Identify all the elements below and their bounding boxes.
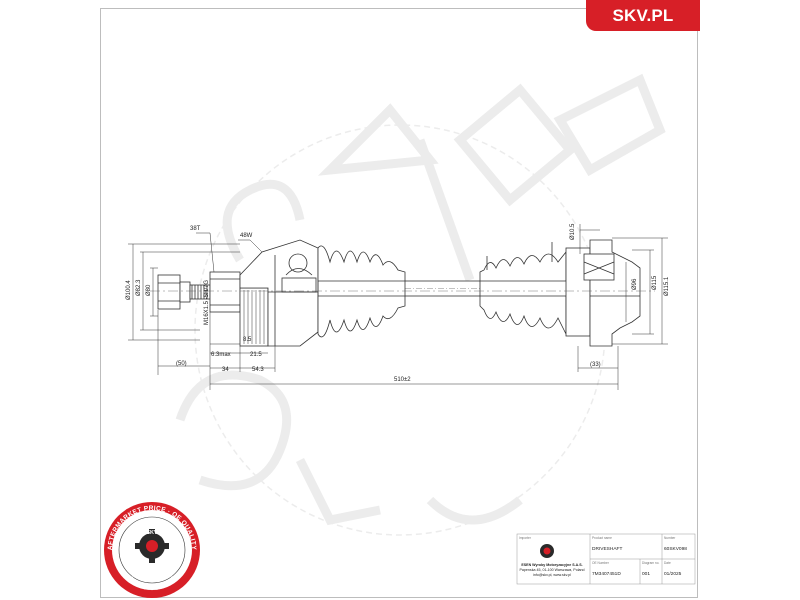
date: 01/2025 [664, 571, 682, 577]
company-address: Papenska 45, 01-100 Warszawa, Poland [520, 568, 585, 572]
dim-small-b: 6.3max [211, 352, 231, 358]
dim-small-c: 21.5 [250, 352, 262, 358]
brand-badge[interactable]: SKV.PL [586, 0, 700, 31]
drawing-frame [100, 8, 698, 598]
skv-logo-icon [540, 544, 554, 558]
dim-splines-outer: 38T [190, 226, 201, 232]
number-label: Number [664, 536, 676, 540]
dim-left-length: 34 [222, 367, 229, 373]
dim-splines-inner: 48W [240, 233, 253, 239]
dim-thread: M16X1.5 -5H/7G [204, 280, 210, 325]
dim-outer-dia: Ø100.4 [126, 280, 132, 300]
gear-icon [135, 529, 169, 563]
left-joint [157, 239, 319, 347]
left-boot [317, 245, 406, 338]
oe-number-label: OE Number [592, 561, 610, 565]
title-block [516, 533, 696, 585]
product-name: DRIVESHAFT [592, 546, 622, 552]
importer-label: Importer [519, 536, 532, 540]
right-boot [479, 242, 567, 335]
dim-flange-dia: Ø82.3 [136, 279, 142, 296]
dim-right-outer-dia: Ø115.1 [664, 276, 670, 296]
right-joint [565, 239, 641, 347]
seal-center-text: SKV [146, 530, 158, 536]
diagram-no-label: Diagram no. [642, 561, 659, 565]
company-name: ESEN Wyroby Motoryzacyjne S.A.S. [521, 563, 582, 567]
company-contact[interactable]: info@skv.pl, www.skv.pl [533, 573, 571, 577]
dim-left-offset: (50) [176, 361, 187, 367]
dim-right-mid-dia: Ø96 [632, 278, 638, 290]
dimension-labels: 38T 48W Ø100.4 Ø82.3 Ø80 M16X1.5 -5H/7G … [126, 223, 670, 383]
part-number: 60SKV098 [664, 546, 687, 552]
shaft [404, 280, 481, 297]
dim-inner-length: 54.3 [252, 367, 264, 373]
dimension-lines [128, 224, 668, 390]
dim-small-a: 8.5 [243, 337, 252, 343]
date-label: Date [664, 561, 671, 565]
dim-right-small-dia: Ø10.5 [570, 223, 576, 240]
title-block-text: Importer ESEN Wyroby Motoryzacyjne S.A.S… [519, 536, 687, 577]
dim-total-length: 510±2 [394, 377, 411, 383]
quality-seal: AFTERMARKET PRICE · OE QUALITY AUTO PART… [104, 502, 200, 598]
oe-number: 7M3407451D [592, 571, 621, 577]
dim-bore-dia: Ø80 [146, 284, 152, 296]
diagram-no: 001 [642, 571, 650, 577]
dim-right-big-dia: Ø115 [652, 275, 658, 290]
dim-right-offset: (33) [590, 362, 601, 368]
product-name-label: Product name [592, 536, 612, 540]
watermark [175, 73, 666, 536]
